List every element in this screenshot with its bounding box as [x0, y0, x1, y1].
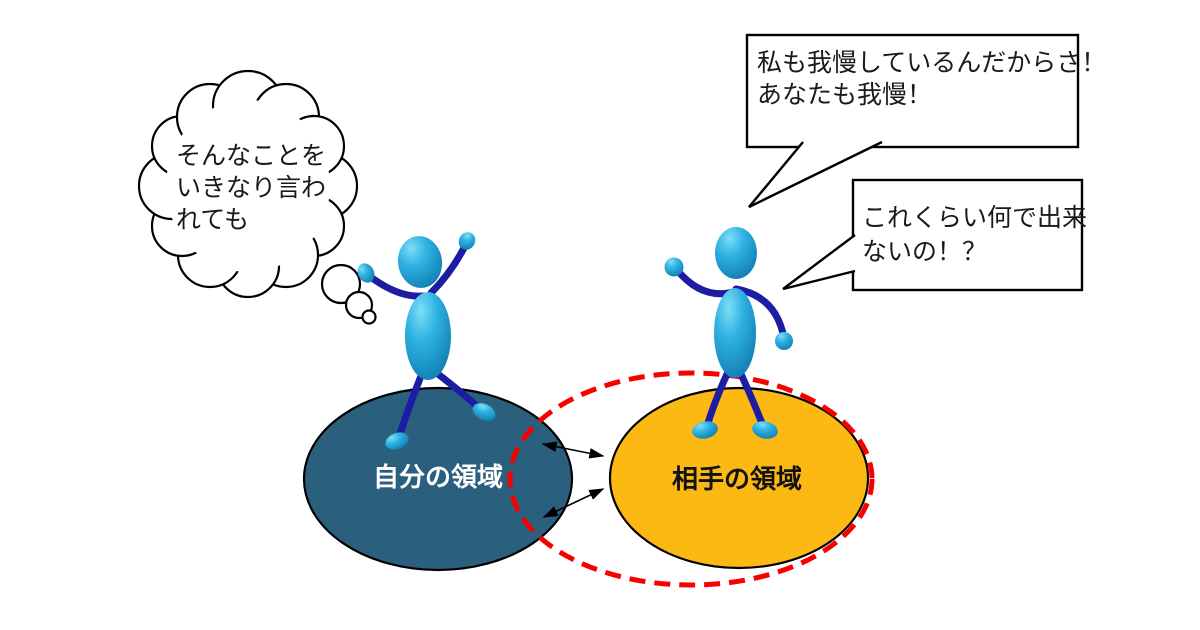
thought-line-2: いきなり言わ — [176, 174, 326, 202]
thought-cloud-trail-bubbles — [320, 263, 377, 325]
overlap-dashed-ellipse — [507, 370, 875, 588]
left-figure-foot-left — [385, 432, 409, 450]
other-territory-ellipse — [608, 386, 870, 570]
exchange-arrows — [541, 441, 605, 518]
speech-bubble-2-tail — [782, 234, 856, 291]
right-figure-body — [714, 288, 756, 378]
left-figure-head — [397, 236, 443, 288]
right-figure-foot-right — [752, 421, 778, 439]
right-figure-arm-right — [732, 285, 788, 342]
person-figure-left — [357, 232, 496, 450]
thought-cloud — [137, 69, 377, 325]
right-figure-head — [715, 227, 757, 279]
left-figure-hand-left — [357, 263, 375, 283]
bubble2-line-2: ないの！？ — [862, 238, 987, 266]
other-territory-label: 相手の領域 — [672, 464, 802, 494]
left-figure-hand-right — [458, 232, 476, 250]
arrow-top — [541, 441, 605, 459]
thought-line-3: れても — [176, 206, 249, 234]
left-figure-foot-right — [472, 403, 496, 421]
right-figure-hand-right — [775, 332, 793, 350]
speech-bubble-1: 私も我慢しているんだからさ！ あなたも我慢！ — [745, 33, 1106, 209]
right-figure-fist-left — [664, 257, 684, 277]
right-figure-foot-left — [692, 421, 718, 439]
thought-cloud-text: そんなことを いきなり言わ れても — [176, 142, 326, 234]
thought-line-1: そんなことを — [176, 142, 326, 170]
own-territory-ellipse — [302, 386, 574, 572]
speech-bubble-2: これくらい何で出来 ないの！？ — [782, 178, 1087, 292]
arrow-bottom — [542, 488, 605, 518]
bubble2-line-1: これくらい何で出来 — [862, 204, 1087, 232]
left-figure-body — [405, 292, 451, 380]
bubble1-line-2: あなたも我慢！ — [757, 81, 932, 109]
person-figure-right — [664, 227, 793, 439]
bubble1-line-1: 私も我慢しているんだからさ！ — [757, 49, 1106, 77]
own-territory-label: 自分の領域 — [373, 462, 503, 492]
speech-bubble-1-tail — [748, 140, 883, 209]
